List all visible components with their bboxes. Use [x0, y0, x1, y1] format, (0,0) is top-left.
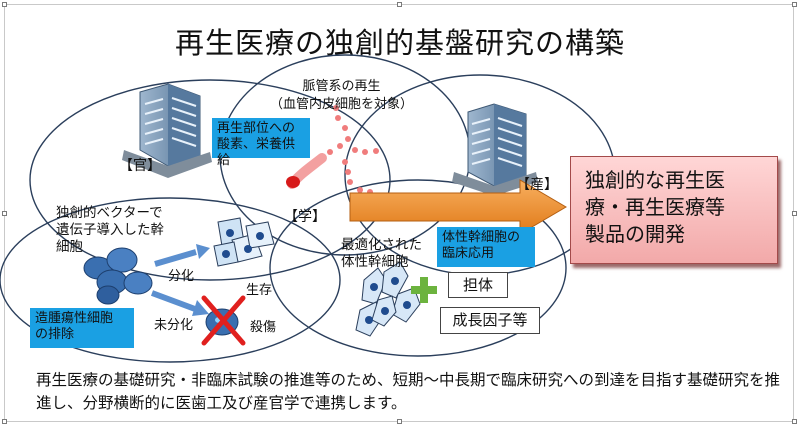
academia-label: 【学】 — [284, 209, 326, 225]
tumor-removal-box: 造腫瘍性細胞 の排除 — [30, 308, 134, 348]
resize-handle-bottom-right[interactable] — [792, 419, 797, 424]
footer-text: 再生医療の基礎研究・非臨床試験の推進等のため、短期～中長期で臨床研究への到達を目… — [36, 371, 781, 412]
resize-handle-bottom-left[interactable] — [2, 419, 7, 424]
resize-handle-top-left[interactable] — [2, 2, 7, 7]
arrow-undifferentiated-head — [192, 300, 209, 316]
killed-label: 殺傷 — [250, 320, 277, 335]
differentiation-label: 分化 — [168, 269, 195, 284]
gov-ellipse — [29, 79, 391, 281]
arrow-differentiation-head — [196, 244, 210, 259]
vector-cells-label: 独創的ベクターで 遺伝子導入した幹 細胞 — [56, 205, 164, 255]
resize-handle-left[interactable] — [2, 211, 7, 216]
cell-icon — [83, 247, 153, 305]
cell-icon — [355, 261, 421, 337]
building-icon — [452, 103, 538, 196]
plus-icon — [411, 277, 437, 303]
result-box: 独創的な再生医 療・再生医療等 製品の開発 — [570, 156, 778, 264]
building-icon — [122, 83, 212, 178]
resize-handle-bottom[interactable] — [397, 419, 402, 424]
vascular-label: 脈管系の再生 （血管内皮細胞を対象） — [270, 79, 414, 112]
gov-label: 【官】 — [119, 158, 161, 174]
industry-label: 【産】 — [516, 177, 558, 193]
cross-mark-icon — [201, 295, 246, 346]
resize-handle-top[interactable] — [397, 2, 402, 7]
academia-left-ellipse — [0, 197, 341, 363]
progress-arrow — [349, 179, 567, 235]
undifferentiated-label: 未分化 — [154, 318, 194, 333]
academia-right-ellipse — [269, 179, 567, 357]
blood-vessel-icon — [286, 105, 379, 195]
result-text: 独創的な再生医 療・再生医療等 製品の開発 — [585, 168, 725, 246]
clinical-application-box: 体性幹細胞の 臨床応用 — [437, 227, 535, 267]
growth-factor-box: 成長因子等 — [440, 307, 540, 334]
cell-icon — [213, 217, 275, 267]
carrier-box: 担体 — [448, 272, 508, 298]
oxygen-supply-box: 再生部位への 酸素、栄養供給 — [212, 118, 310, 168]
arrow-undifferentiated — [150, 290, 197, 312]
optimized-cells-label: 最適化された 体性幹細胞 — [341, 237, 422, 270]
survival-label: 生存 — [246, 283, 273, 298]
arrow-differentiation — [154, 249, 197, 267]
resize-handle-right[interactable] — [792, 211, 797, 216]
resize-handle-top-right[interactable] — [792, 2, 797, 7]
diagram-title: 再生医療の独創的基盤研究の構築 — [174, 26, 625, 60]
